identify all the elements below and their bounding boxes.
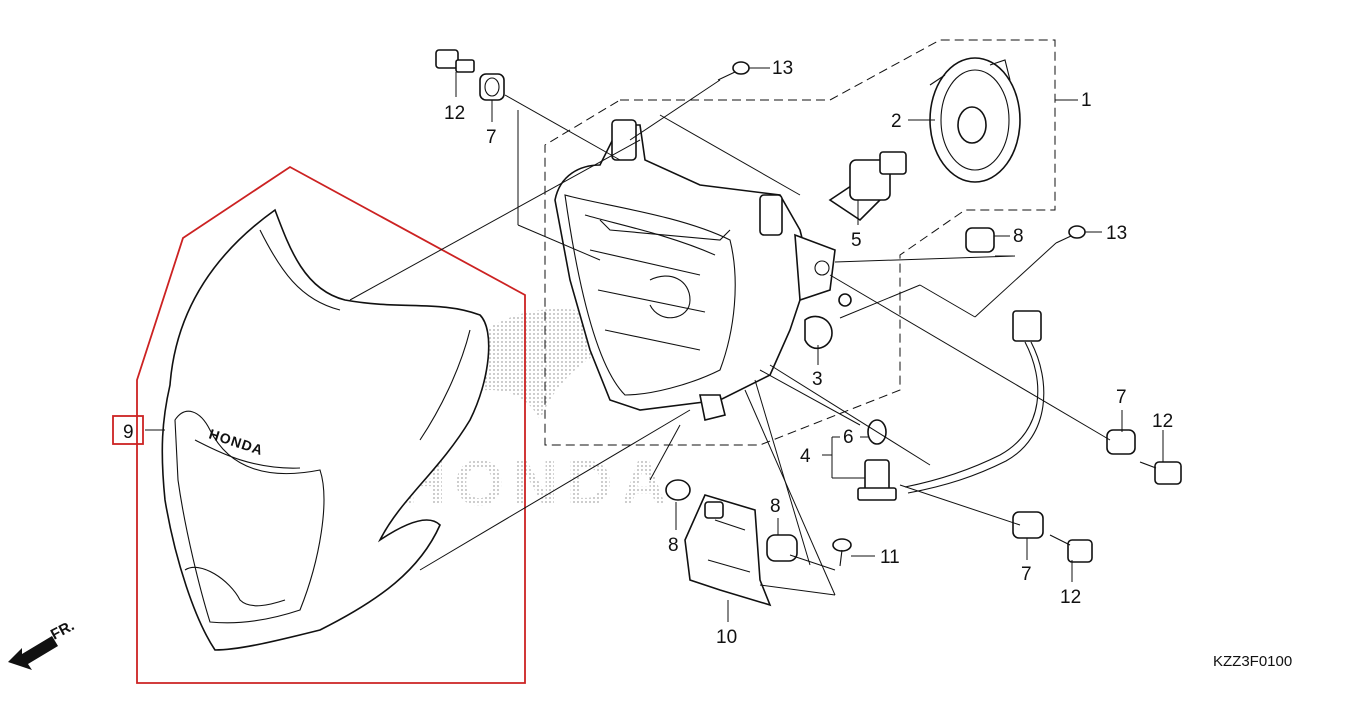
- callout-5: 5: [851, 230, 862, 251]
- bolt-lower[interactable]: [1049, 534, 1093, 563]
- collar-upper[interactable]: [965, 227, 995, 253]
- callout-7-right: 7: [1116, 387, 1127, 408]
- position-light-harness[interactable]: [904, 310, 1045, 494]
- bolt-top[interactable]: [435, 49, 475, 73]
- headlight-cowl[interactable]: HONDA: [136, 165, 526, 684]
- callout-labels: 1 2 3 4 5 6 7 7 7 8 8 8 9 10 11 12 12 12…: [112, 58, 1173, 648]
- callout-12-top: 12: [444, 103, 465, 124]
- collar-bracket-left[interactable]: [665, 479, 691, 501]
- headlight-bulb-socket[interactable]: [929, 57, 1021, 183]
- callout-7-lower: 7: [1021, 564, 1032, 585]
- diagram-code: KZZ3F0100: [1213, 653, 1292, 670]
- grommet-right[interactable]: [1106, 429, 1136, 455]
- headlight-unit[interactable]: [554, 119, 836, 421]
- callout-leaders: [145, 67, 1164, 622]
- watermark-text: HONDA: [400, 447, 675, 519]
- callout-8-bracket-left: 8: [668, 535, 679, 556]
- callout-3: 3: [812, 369, 823, 390]
- headlight-bracket[interactable]: [684, 494, 772, 607]
- collar-bracket-right[interactable]: [766, 534, 798, 562]
- front-direction-arrow: FR.: [8, 617, 77, 670]
- grommet-top[interactable]: [479, 73, 505, 101]
- grommet-lower[interactable]: [1012, 511, 1044, 539]
- screw-right[interactable]: [1055, 225, 1086, 244]
- screw-bracket[interactable]: [832, 538, 852, 567]
- callout-12-lower: 12: [1060, 587, 1081, 608]
- bolt-right[interactable]: [1139, 461, 1182, 485]
- callout-2: 2: [891, 111, 902, 132]
- callout-1: 1: [1081, 90, 1092, 111]
- callout-13-right: 13: [1106, 223, 1127, 244]
- callout-13-top: 13: [772, 58, 793, 79]
- cowl-highlight-outline: [136, 165, 526, 684]
- callout-9-highlight-box: [112, 415, 144, 445]
- callout-8-bracket-right: 8: [770, 496, 781, 517]
- screw-top[interactable]: [717, 61, 750, 81]
- callout-10: 10: [716, 627, 737, 648]
- position-light-socket[interactable]: [857, 459, 897, 501]
- callout-6: 6: [843, 427, 854, 448]
- callout-12-right: 12: [1152, 411, 1173, 432]
- headlight-bulb[interactable]: [828, 151, 907, 222]
- callout-4: 4: [800, 446, 811, 467]
- callout-9: 9: [123, 422, 134, 443]
- callout-8-upper: 8: [1013, 226, 1024, 247]
- callout-11: 11: [880, 547, 900, 568]
- callout-7-top: 7: [486, 127, 497, 148]
- assembly-lines: [349, 79, 1111, 596]
- assembly-boundary: [544, 39, 1056, 446]
- wire-clamp[interactable]: [804, 293, 852, 350]
